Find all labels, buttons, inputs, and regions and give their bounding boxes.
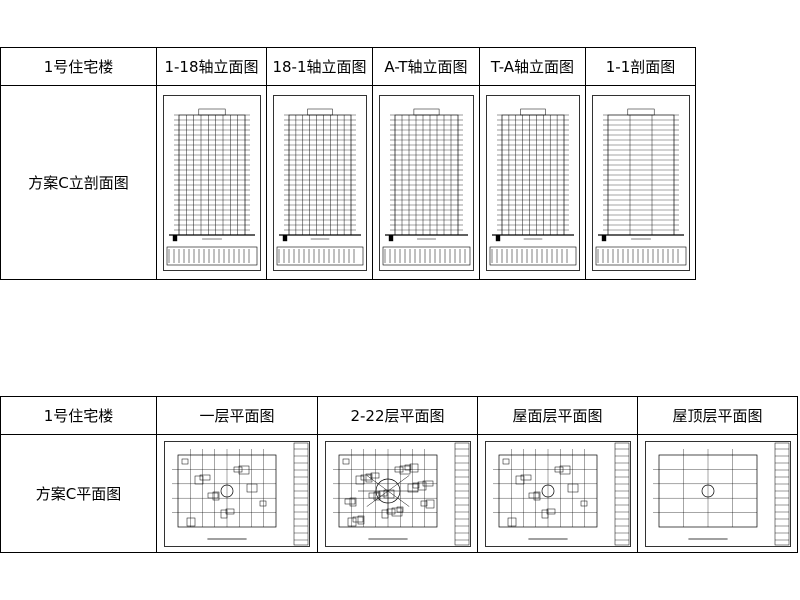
plan-drawing-thumbnail[interactable] <box>324 440 471 547</box>
thumb-cell[interactable] <box>585 85 696 280</box>
plan-drawing-thumbnail[interactable] <box>164 440 310 547</box>
thumb-cell[interactable] <box>372 85 480 280</box>
elevation-drawing-thumbnail[interactable] <box>162 94 261 271</box>
thumb-cell[interactable] <box>156 85 267 280</box>
thumb-cell[interactable] <box>477 434 638 553</box>
thumb-cell[interactable] <box>266 85 373 280</box>
col-header-top-roof-plan: 屋顶层平面图 <box>637 396 798 435</box>
row-label-plans: 方案C平面图 <box>0 434 157 553</box>
col-header-1-18-elevation: 1-18轴立面图 <box>156 47 267 86</box>
elevation-drawing-thumbnail[interactable] <box>272 94 367 271</box>
col-header-roof-plan: 屋面层平面图 <box>477 396 638 435</box>
col-header-t-a-elevation: T-A轴立面图 <box>479 47 586 86</box>
thumb-cell[interactable] <box>637 434 798 553</box>
thumb-cell[interactable] <box>479 85 586 280</box>
col-header-floor-2-22-plan: 2-22层平面图 <box>317 396 478 435</box>
elevation-drawing-thumbnail[interactable] <box>378 94 474 271</box>
plan-drawing-thumbnail[interactable] <box>644 440 791 547</box>
col-header-1-1-section: 1-1剖面图 <box>585 47 696 86</box>
thumb-cell[interactable] <box>156 434 318 553</box>
elevation-table: 1号住宅楼 1-18轴立面图 18-1轴立面图 A-T轴立面图 T-A轴立面图 … <box>0 47 696 280</box>
building-label: 1号住宅楼 <box>0 396 157 435</box>
plan-drawing-thumbnail[interactable] <box>484 440 631 547</box>
col-header-a-t-elevation: A-T轴立面图 <box>372 47 480 86</box>
col-header-floor-1-plan: 一层平面图 <box>156 396 318 435</box>
plan-table: 1号住宅楼 一层平面图 2-22层平面图 屋面层平面图 屋顶层平面图 方案C平面… <box>0 396 798 553</box>
elevation-drawing-thumbnail[interactable] <box>485 94 580 271</box>
thumb-cell[interactable] <box>317 434 478 553</box>
section-drawing-thumbnail[interactable] <box>591 94 690 271</box>
row-label-elevations: 方案C立剖面图 <box>0 85 157 280</box>
col-header-18-1-elevation: 18-1轴立面图 <box>266 47 373 86</box>
building-label: 1号住宅楼 <box>0 47 157 86</box>
